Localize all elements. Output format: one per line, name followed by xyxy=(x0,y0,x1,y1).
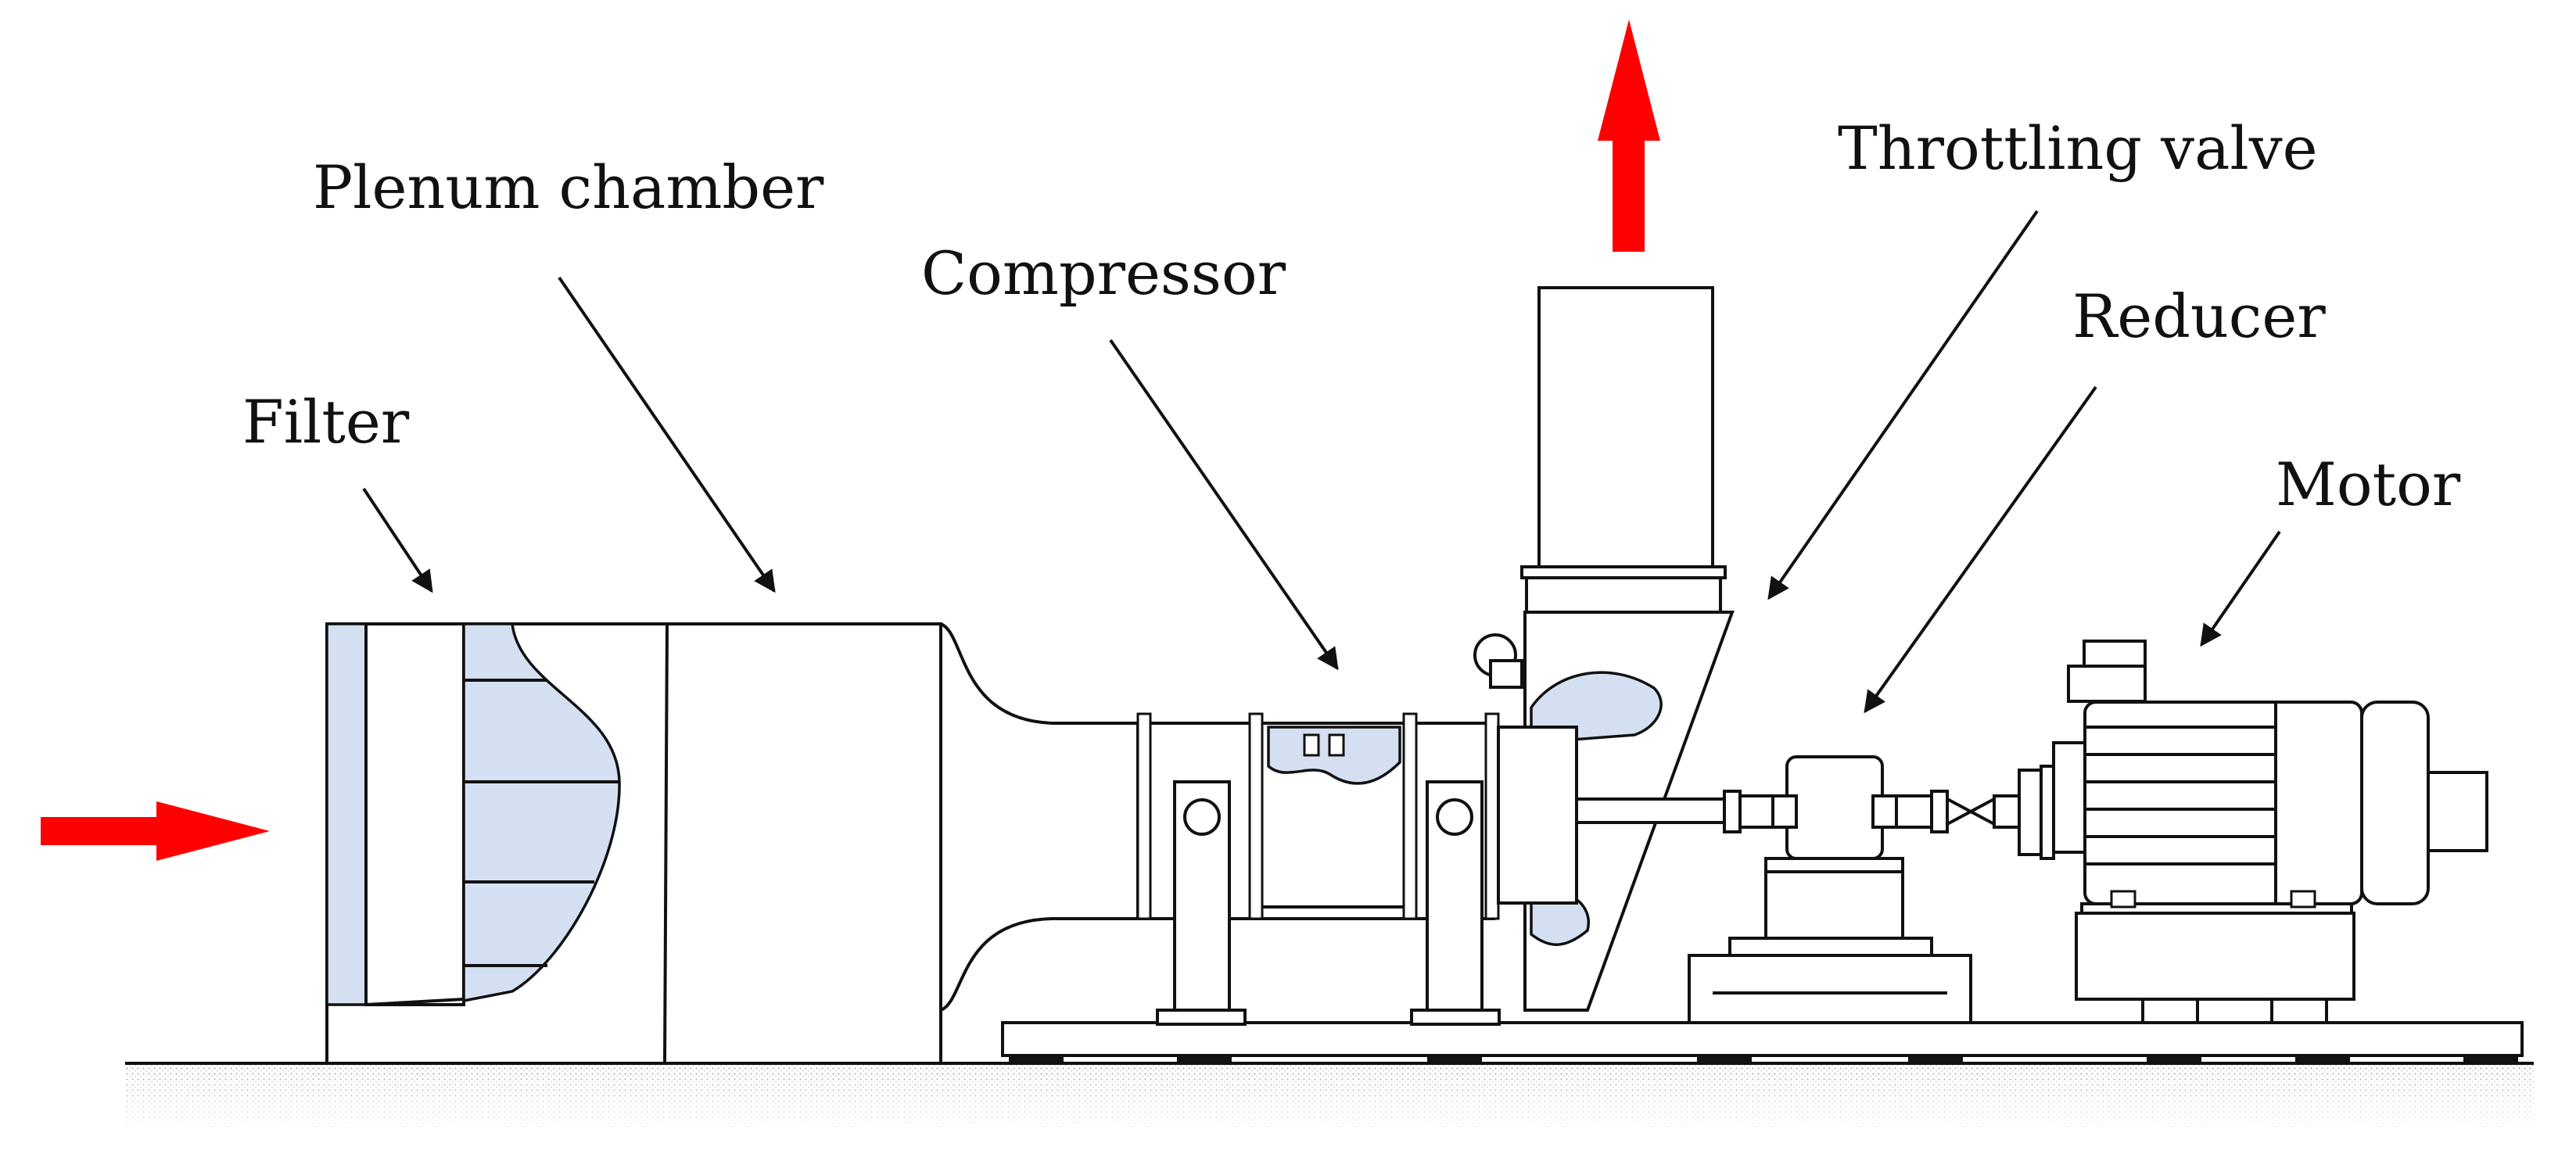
compressor xyxy=(1136,712,1501,1026)
plenum-chamber xyxy=(663,623,669,1064)
plenum-chamber-label: Plenum chamber xyxy=(313,152,824,222)
drive-shaft xyxy=(1575,765,2055,860)
reducer xyxy=(1688,755,1972,1024)
throttling-valve-label: Throttling valve xyxy=(1838,113,2318,183)
arrow-right-icon xyxy=(41,801,270,861)
base-plate xyxy=(1001,1021,2524,1065)
compressor-label: Compressor xyxy=(921,238,1286,308)
filter-unit xyxy=(325,622,942,1065)
motor-label: Motor xyxy=(2276,450,2461,519)
arrow-up-icon xyxy=(1598,20,1660,252)
leader-arrows xyxy=(362,210,2281,714)
ground xyxy=(125,1062,2534,1126)
reducer-label: Reducer xyxy=(2072,281,2326,351)
inlet-duct xyxy=(940,622,1138,1012)
throttling-valve xyxy=(1473,286,1735,1012)
filter-label: Filter xyxy=(242,387,410,457)
motor xyxy=(2052,640,2488,1024)
